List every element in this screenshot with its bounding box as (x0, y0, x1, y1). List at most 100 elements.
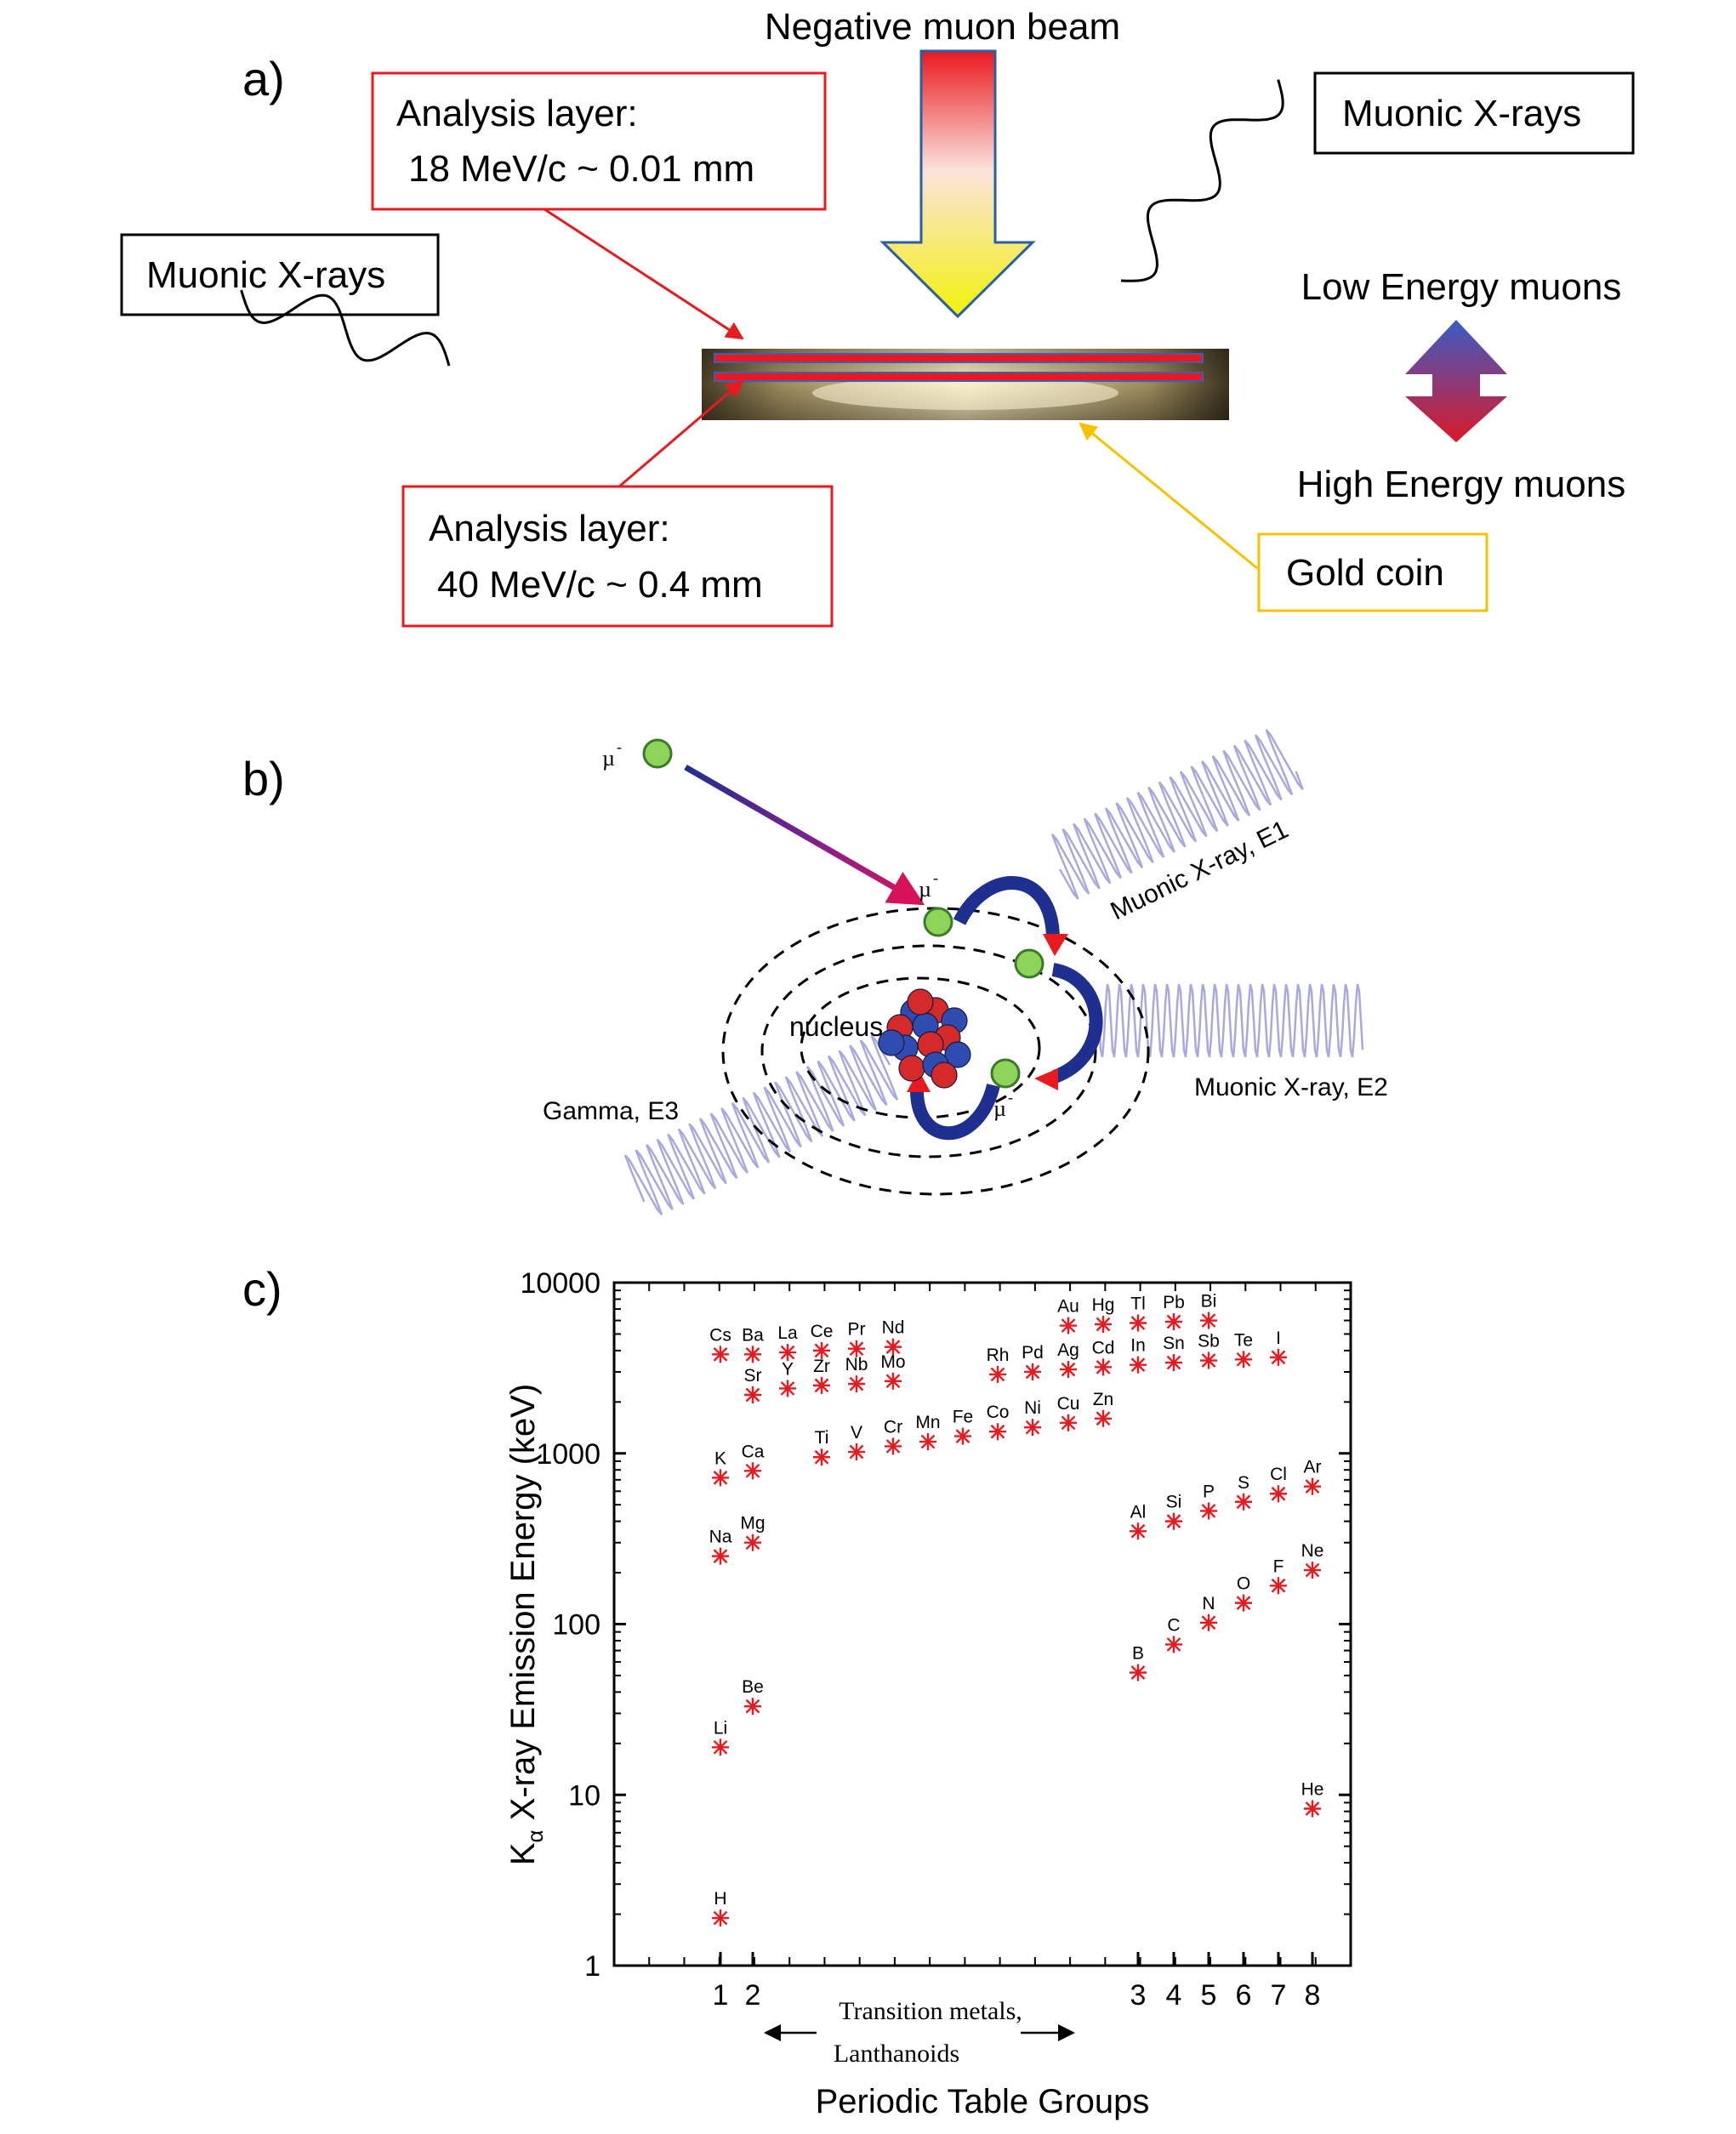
data-point-ag: Ag (1057, 1340, 1079, 1379)
point-label: K (714, 1448, 726, 1468)
data-point-sb: Sb (1198, 1332, 1220, 1369)
muon-sup-3: - (1008, 1089, 1013, 1106)
data-point-tl: Tl (1130, 1294, 1147, 1332)
point-label: Cl (1270, 1465, 1287, 1484)
point-label: Ni (1024, 1398, 1041, 1418)
analysis-top-line1: Analysis layer: (396, 93, 638, 134)
data-point-f: F (1270, 1556, 1287, 1595)
data-point-o: O (1235, 1574, 1252, 1612)
point-label: Sr (744, 1366, 762, 1386)
point-label: Si (1166, 1493, 1182, 1512)
data-point-c: C (1165, 1615, 1182, 1653)
neutron (878, 1029, 905, 1056)
point-label: Cu (1057, 1394, 1080, 1414)
x-tick-label: 7 (1271, 1979, 1287, 2012)
data-point-k: K (712, 1448, 729, 1487)
muon-symbol-1: µ (602, 746, 615, 771)
data-point-i: I (1270, 1329, 1287, 1366)
point-label: Hg (1092, 1295, 1115, 1315)
data-point-ne: Ne (1301, 1541, 1323, 1579)
y-tick-label: 10 (568, 1779, 600, 1812)
data-point-pr: Pr (848, 1320, 866, 1357)
point-label: Co (987, 1403, 1010, 1422)
transition-arrow-1 (953, 876, 1060, 938)
data-point-au: Au (1057, 1297, 1079, 1334)
data-point-mo: Mo (880, 1352, 906, 1390)
orbit-middle (760, 944, 1097, 1158)
coin-label: Gold coin (1286, 552, 1444, 594)
chart-frame (612, 1281, 1352, 1967)
point-label: Mg (740, 1514, 765, 1534)
data-point-co: Co (987, 1403, 1010, 1441)
data-point-mg: Mg (740, 1514, 766, 1551)
y-axis-title: Kα X-ray Emission Energy (keV) (504, 1384, 548, 1865)
transition-label-1: Transition metals, (839, 1997, 1022, 2025)
data-point-al: Al (1130, 1502, 1147, 1540)
point-label: I (1276, 1329, 1281, 1348)
data-point-ba: Ba (742, 1325, 764, 1363)
energy-double-arrow (1405, 320, 1507, 442)
y-tick-label: 100 (552, 1609, 600, 1642)
point-label: Y (782, 1359, 794, 1379)
data-points: HLiNaKCsBeMgCaSrBaYLaTiZrCeVNbPrCrMoNdMn… (709, 1292, 1324, 1927)
beam-label: Negative muon beam (765, 6, 1120, 48)
data-point-p: P (1200, 1482, 1217, 1520)
data-point-zr: Zr (813, 1357, 830, 1394)
data-point-bi: Bi (1200, 1292, 1217, 1329)
panel-a-label: a) (242, 52, 285, 105)
proton (898, 1055, 925, 1082)
xray-e1-wave (1050, 729, 1304, 900)
data-point-s: S (1235, 1473, 1252, 1511)
point-label: Fe (953, 1408, 974, 1427)
point-label: Mo (880, 1352, 905, 1372)
point-label: Nd (882, 1318, 905, 1338)
muon-sup-1: - (617, 738, 622, 755)
analysis-bottom-line1: Analysis layer: (429, 508, 670, 549)
point-label: Pr (848, 1320, 866, 1340)
point-label: Mn (915, 1413, 940, 1432)
proton (907, 988, 934, 1016)
x-tick-label: 5 (1201, 1979, 1217, 2012)
gamma-e3-wave (623, 1034, 899, 1215)
point-label: Ce (811, 1322, 834, 1341)
point-label: Li (714, 1718, 727, 1738)
y-tick-label: 10000 (520, 1267, 600, 1300)
point-label: Sb (1198, 1332, 1220, 1352)
xray-right-label: Muonic X-rays (1342, 93, 1581, 134)
x-tick-label: 8 (1305, 1979, 1321, 2012)
point-label: Zr (813, 1357, 830, 1376)
muon-beam-arrow (879, 49, 1036, 319)
x-tick-label: 2 (745, 1979, 761, 2012)
transition-label-2: Lanthanoids (834, 2040, 959, 2068)
point-label: N (1202, 1594, 1215, 1613)
muon-orbit-middle (1014, 948, 1044, 979)
point-label: C (1167, 1615, 1180, 1635)
data-point-ti: Ti (813, 1428, 830, 1466)
data-point-cl: Cl (1270, 1465, 1287, 1503)
point-label: Pb (1163, 1293, 1185, 1312)
muon-orbit-outer (923, 907, 953, 937)
data-point-na: Na (709, 1528, 732, 1565)
transition-arrowhead-2 (1034, 1068, 1058, 1090)
point-label: Bi (1201, 1292, 1217, 1312)
point-label: Ba (742, 1325, 764, 1345)
y-tick-label: 1000 (536, 1438, 600, 1471)
analysis-bottom-line2: 40 MeV/c ~ 0.4 mm (437, 564, 763, 606)
proton (931, 1061, 958, 1089)
point-label: In (1130, 1336, 1146, 1356)
point-label: He (1301, 1779, 1324, 1799)
data-point-cr: Cr (884, 1417, 902, 1455)
analysis-layer-bottom (714, 372, 1204, 382)
data-point-y: Y (779, 1359, 796, 1397)
xray-box-left (120, 233, 440, 316)
point-label: Rh (987, 1346, 1010, 1365)
point-label: S (1238, 1473, 1249, 1493)
analysis-box-bottom (401, 485, 834, 628)
data-point-li: Li (712, 1718, 729, 1756)
nucleus (878, 988, 971, 1089)
point-label: Ar (1304, 1458, 1322, 1477)
point-label: V (851, 1423, 862, 1443)
point-label: Ti (815, 1428, 829, 1448)
